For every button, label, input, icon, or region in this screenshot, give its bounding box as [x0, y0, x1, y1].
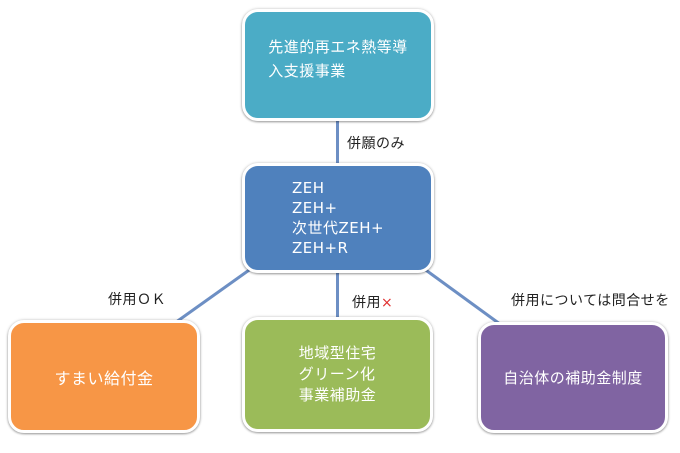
edge-label-combination-inquiry: 併用については問合せを — [511, 293, 670, 309]
connector-middle-to-bottom-right — [422, 266, 505, 329]
node-advanced-renewable-heat-program: 先進的再エネ熱等導 入支援事業 — [242, 9, 434, 121]
edge-label-combination-not-allowed: 併用× — [352, 292, 393, 312]
node-municipal-subsidy-system: 自治体の補助金制度 — [478, 322, 668, 433]
edge-label-dual-application-only: 併願のみ — [347, 136, 405, 152]
edge-label-text: 併用 — [352, 295, 381, 311]
edge-label-combination-ok: 併用ＯＫ — [108, 292, 166, 308]
node-label: 地域型住宅 グリーン化 事業補助金 — [298, 344, 377, 404]
node-label: 先進的再エネ熱等導 入支援事業 — [268, 38, 408, 80]
node-label: ZEH ZEH+ 次世代ZEH+ ZEH+R — [291, 178, 385, 258]
node-label: すまい給付金 — [54, 368, 154, 388]
connector-middle-to-bottom-left — [171, 266, 253, 327]
node-zeh-programs: ZEH ZEH+ 次世代ZEH+ ZEH+R — [242, 163, 434, 273]
node-sumai-benefit: すまい給付金 — [8, 320, 200, 433]
node-label: 自治体の補助金制度 — [503, 369, 643, 387]
node-regional-housing-green-subsidy: 地域型住宅 グリーン化 事業補助金 — [242, 317, 433, 432]
forbidden-x-mark: × — [381, 295, 394, 311]
